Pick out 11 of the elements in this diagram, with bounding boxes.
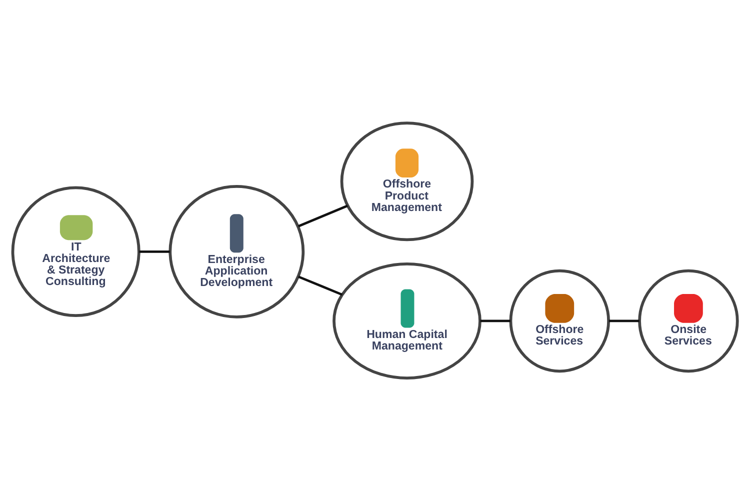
node-circle: Offshore Services [509,268,610,372]
connector [480,319,511,322]
node-ellipse: Human Capital Management [332,262,482,379]
node-circle: IT Architecture & Strategy Consulting [11,186,140,317]
connector [298,275,343,296]
connector [298,204,348,227]
connector [608,319,640,322]
connector [139,250,170,252]
node-ellipse: Offshore Product Management [340,121,474,241]
node-circle: Enterprise Application Development [168,184,305,318]
node-circle: Onsite Services [638,268,739,372]
